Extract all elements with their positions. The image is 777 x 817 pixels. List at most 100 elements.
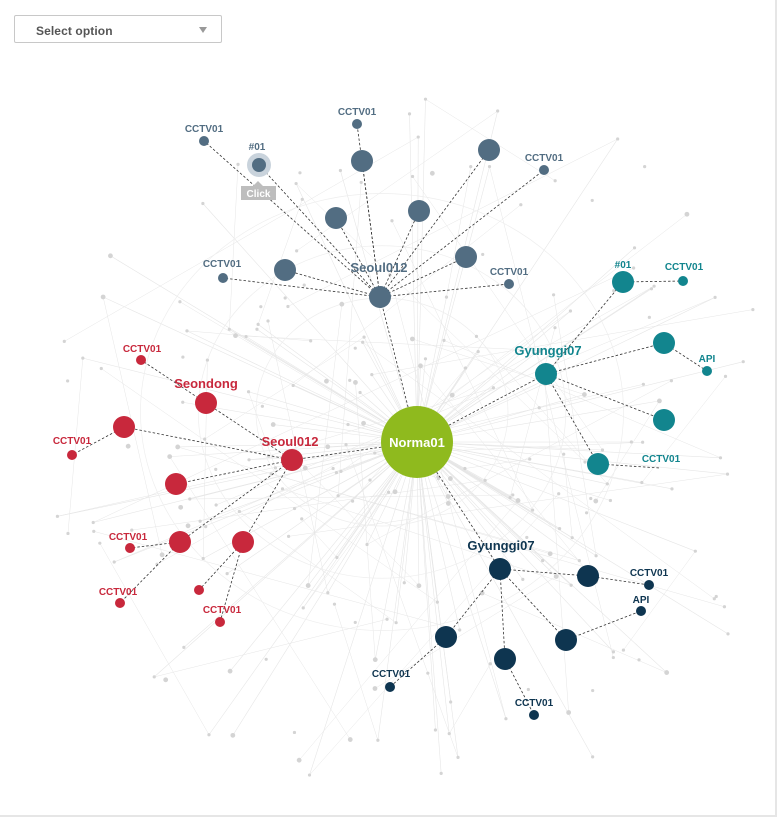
bg-node bbox=[649, 287, 654, 291]
click-tooltip[interactable]: Click bbox=[241, 181, 276, 200]
api-node[interactable] bbox=[636, 606, 646, 616]
bg-node bbox=[557, 526, 562, 531]
bg-node bbox=[338, 168, 343, 173]
graph-link bbox=[379, 169, 545, 298]
bg-node bbox=[657, 398, 662, 404]
red-node[interactable] bbox=[232, 531, 254, 553]
bg-node bbox=[553, 179, 557, 183]
teal-node[interactable] bbox=[612, 271, 634, 293]
navy-node[interactable] bbox=[494, 648, 516, 670]
navy-node[interactable] bbox=[577, 565, 599, 587]
teal-node[interactable] bbox=[653, 409, 675, 431]
bg-node bbox=[207, 733, 211, 737]
graph-link bbox=[416, 441, 501, 570]
bg-node bbox=[713, 295, 717, 300]
cctv-node[interactable] bbox=[136, 355, 146, 365]
red-small-node[interactable] bbox=[194, 585, 204, 595]
bg-edge bbox=[202, 203, 418, 443]
bg-edge bbox=[169, 456, 351, 740]
bg-node bbox=[259, 305, 263, 309]
slate-node[interactable] bbox=[478, 139, 500, 161]
bg-node bbox=[198, 519, 202, 523]
cctv-node[interactable] bbox=[539, 165, 549, 175]
bg-edge bbox=[57, 441, 418, 517]
bg-node bbox=[409, 336, 415, 342]
bg-edge bbox=[57, 384, 644, 517]
bg-node bbox=[298, 171, 302, 175]
bg-node bbox=[652, 284, 656, 288]
hub-seoul012-top[interactable] bbox=[369, 286, 391, 308]
slate-node[interactable] bbox=[408, 200, 430, 222]
bg-edge bbox=[416, 441, 436, 730]
hub-gyunggi07-right[interactable] bbox=[535, 363, 557, 385]
slate-node[interactable] bbox=[351, 150, 373, 172]
navy-node[interactable] bbox=[555, 629, 577, 651]
cctv-node[interactable] bbox=[218, 273, 228, 283]
bg-node bbox=[365, 542, 369, 547]
cctv-node[interactable] bbox=[115, 598, 125, 608]
bg-node bbox=[175, 444, 181, 450]
bg-node bbox=[167, 454, 173, 460]
api-node[interactable] bbox=[702, 366, 712, 376]
select-option-dropdown[interactable]: Select option bbox=[14, 15, 222, 43]
cctv-node[interactable] bbox=[352, 119, 362, 129]
bg-node bbox=[507, 543, 511, 547]
bg-edge bbox=[412, 338, 585, 395]
selected-node-01[interactable] bbox=[252, 158, 266, 172]
bg-node bbox=[361, 340, 365, 344]
bg-node bbox=[178, 504, 184, 510]
cctv-node[interactable] bbox=[385, 682, 395, 692]
graph-link bbox=[242, 459, 293, 543]
bg-edge bbox=[420, 365, 596, 582]
red-node[interactable] bbox=[165, 473, 187, 495]
cctv-node[interactable] bbox=[125, 543, 135, 553]
cctv-node[interactable] bbox=[67, 450, 77, 460]
hub-gyunggi07-bottom[interactable] bbox=[489, 558, 511, 580]
bg-edge bbox=[334, 604, 379, 741]
red-node[interactable] bbox=[195, 392, 217, 414]
teal-node[interactable] bbox=[587, 453, 609, 475]
bg-edge bbox=[110, 255, 418, 443]
bg-node bbox=[201, 201, 205, 206]
bg-node bbox=[488, 662, 492, 666]
node-01-label: #01 bbox=[249, 142, 266, 153]
slate-node[interactable] bbox=[274, 259, 296, 281]
bg-edge bbox=[287, 138, 618, 307]
bg-edge bbox=[416, 110, 498, 443]
bg-node bbox=[392, 489, 398, 495]
bg-node bbox=[302, 465, 308, 471]
teal-node[interactable] bbox=[653, 332, 675, 354]
cctv-node[interactable] bbox=[678, 276, 688, 286]
cctv-node[interactable] bbox=[199, 136, 209, 146]
bg-edge bbox=[216, 297, 716, 506]
chevron-down-icon bbox=[199, 27, 207, 33]
bg-edge bbox=[186, 330, 311, 342]
bg-node bbox=[266, 319, 270, 323]
center-node-norma01[interactable] bbox=[381, 406, 453, 478]
graph-link bbox=[565, 610, 642, 641]
slate-node[interactable] bbox=[455, 246, 477, 268]
bg-node bbox=[528, 457, 532, 461]
navy-node[interactable] bbox=[435, 626, 457, 648]
bg-node bbox=[491, 386, 495, 390]
bg-edge bbox=[623, 551, 696, 651]
bg-edge bbox=[416, 441, 728, 475]
bg-node bbox=[722, 605, 727, 609]
cctv-node[interactable] bbox=[644, 580, 654, 590]
graph-nodes[interactable] bbox=[67, 119, 712, 720]
bg-node bbox=[751, 307, 755, 312]
bg-node bbox=[463, 366, 468, 370]
slate-node[interactable] bbox=[325, 207, 347, 229]
graph-link bbox=[499, 568, 567, 641]
bg-node bbox=[373, 451, 377, 455]
hub-seoul012-left-label: Seoul012 bbox=[261, 434, 318, 449]
red-node[interactable] bbox=[169, 531, 191, 553]
cctv-node[interactable] bbox=[529, 710, 539, 720]
graph-link bbox=[335, 217, 381, 298]
cctv-node[interactable] bbox=[215, 617, 225, 627]
red-node[interactable] bbox=[113, 416, 135, 438]
hub-seoul012-left[interactable] bbox=[281, 449, 303, 471]
bg-edge bbox=[182, 401, 418, 443]
cctv-node[interactable] bbox=[504, 279, 514, 289]
